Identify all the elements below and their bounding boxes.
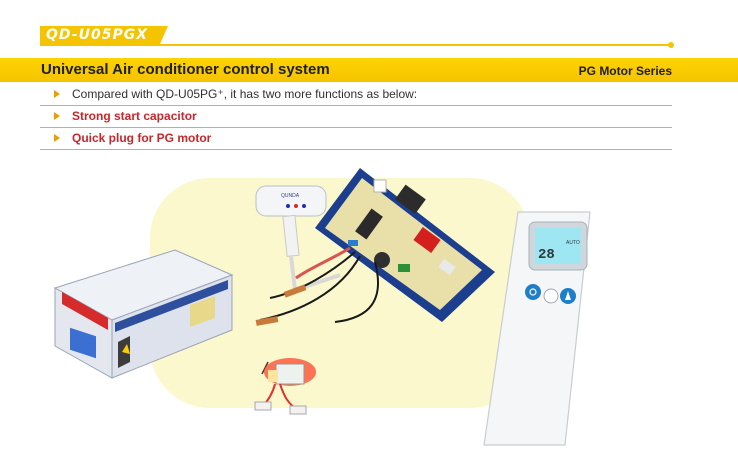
page-title: Universal Air conditioner control system: [41, 61, 330, 78]
sensor-display-unit: QUNDA: [255, 185, 341, 293]
series-label: PG Motor Series: [578, 64, 672, 78]
feature-text: Strong start capacitor: [72, 109, 197, 123]
header-rule: [40, 44, 670, 46]
triangle-bullet-icon: [54, 134, 60, 142]
feature-item: Quick plug for PG motor: [40, 128, 672, 150]
triangle-bullet-icon: [54, 112, 60, 120]
transformer: [254, 358, 316, 415]
feature-item: Strong start capacitor: [40, 106, 672, 128]
remote-control: 28 AUTO: [483, 211, 591, 446]
model-code: QD-U05PGX: [46, 27, 148, 43]
feature-item: Compared with QD-U05PG⁺, it has two more…: [40, 84, 672, 106]
feature-text: Compared with QD-U05PG⁺, it has two more…: [72, 87, 418, 101]
remote-display-value: 28: [538, 247, 555, 263]
product-box: [53, 249, 234, 379]
feature-list: Compared with QD-U05PG⁺, it has two more…: [40, 84, 672, 150]
triangle-bullet-icon: [54, 90, 60, 98]
remote-mode-label: AUTO: [566, 240, 580, 246]
feature-text: Quick plug for PG motor: [72, 131, 212, 145]
control-board: [255, 168, 495, 326]
title-band: [0, 58, 738, 82]
sensor-brand-label: QUNDA: [281, 193, 300, 199]
model-tab: [40, 26, 168, 46]
header-rule-dot: [668, 42, 674, 48]
